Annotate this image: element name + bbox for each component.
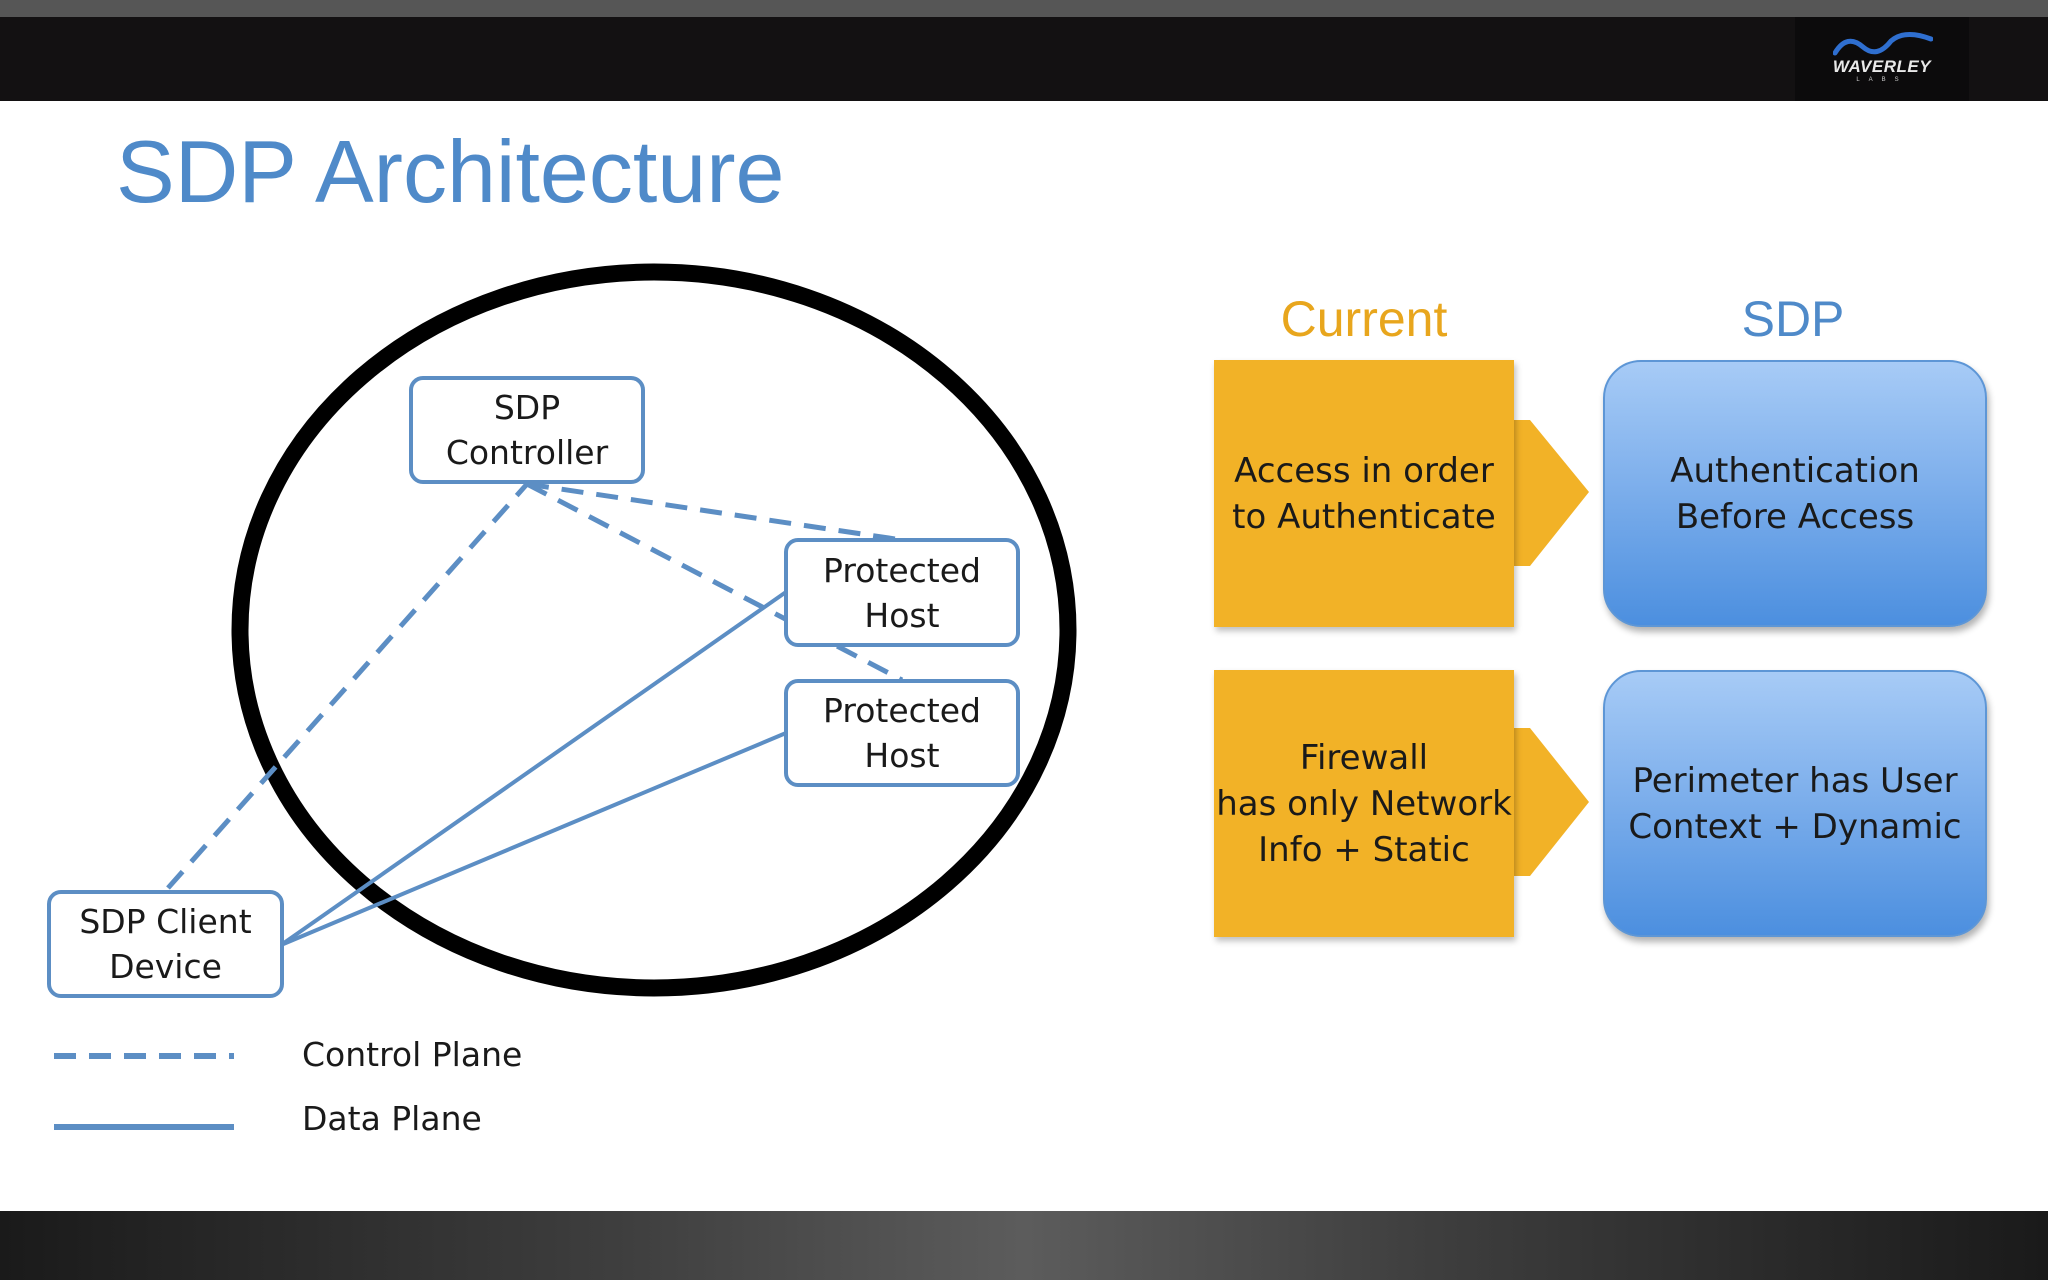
sdp-client-device-node: SDP Client Device [47,890,284,998]
logo-name: WAVERLEY [1832,57,1932,76]
sdp-box-row1: Authentication Before Access [1603,360,1987,627]
bottom-bar [0,1211,2048,1280]
top-strip [0,0,2048,17]
wave-icon [1833,32,1933,56]
legend-data-plane: Data Plane [302,1099,482,1138]
legend-control-plane: Control Plane [302,1035,523,1074]
data-line-client-host2 [280,731,787,947]
sdp-controller-node: SDP Controller [409,376,645,484]
logo-sub: LABS [1856,77,1908,83]
current-column-title: Current [1280,291,1448,347]
current-box-row1: Access in order to Authenticate [1214,360,1514,627]
sdp-column-title: SDP [1741,291,1845,347]
control-line-controller-host1 [526,481,903,543]
protected-host-node-2: Protected Host [784,679,1020,787]
waverley-logo: WAVERLEY LABS [1795,17,1969,101]
top-bar [0,17,2048,101]
protected-host-node-1: Protected Host [784,538,1020,647]
sdp-box-row2: Perimeter has User Context + Dynamic [1603,670,1987,937]
arrow-row2 [1512,728,1589,876]
control-line-controller-host2 [525,481,904,683]
perimeter-ellipse [231,263,1077,997]
current-box-row2: Firewall has only Network Info + Static [1214,670,1514,937]
slide-title: SDP Architecture [116,122,785,221]
arrow-row1 [1512,420,1589,566]
data-line-client-host1 [279,590,788,947]
control-line-client-controller [166,482,529,890]
